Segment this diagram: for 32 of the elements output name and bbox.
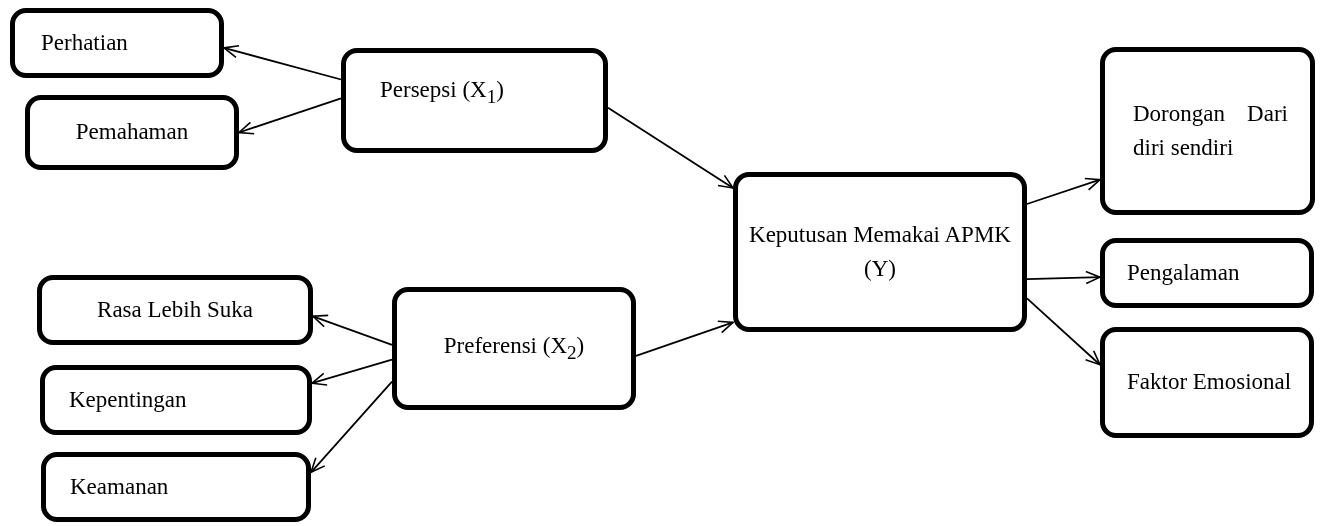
- process-box: [1100, 238, 1314, 308]
- arrow: [1026, 270, 1101, 285]
- arrow: [1026, 297, 1101, 366]
- arrow: [311, 358, 393, 386]
- process-box: [25, 95, 239, 170]
- process-box: [733, 172, 1027, 332]
- arrow: [607, 106, 734, 189]
- node-label: Perhatian: [41, 28, 129, 57]
- arrow: [635, 320, 734, 357]
- process-box: [1100, 327, 1314, 438]
- node-label: Dorongan Dari diri sendiri: [1133, 99, 1288, 162]
- arrow: [1026, 177, 1101, 205]
- process-box: [40, 365, 312, 435]
- node-label: Faktor Emosional: [1127, 368, 1293, 397]
- node-label: Preferensi (X$_{2}$): [442, 332, 586, 365]
- arrow: [223, 44, 342, 81]
- node-label: Pengalaman: [1127, 258, 1241, 287]
- process-box: [10, 8, 224, 78]
- node-label: Kepentingan: [69, 385, 188, 414]
- node-label: Keputusan Memakai APMK (Y): [748, 220, 1012, 283]
- node-label: Pemahaman: [74, 118, 190, 147]
- arrow: [312, 314, 393, 346]
- process-box: [341, 48, 608, 153]
- node-label: Persepsi (X$_{1}$): [380, 76, 505, 109]
- process-box: [1100, 47, 1315, 215]
- arrow: [238, 97, 342, 135]
- arrow: [310, 380, 393, 474]
- process-box: [392, 287, 636, 410]
- node-label: Rasa Lebih Suka: [96, 295, 254, 324]
- process-box: [37, 275, 313, 345]
- process-box: [41, 452, 311, 522]
- node-label: Keamanan: [70, 472, 170, 501]
